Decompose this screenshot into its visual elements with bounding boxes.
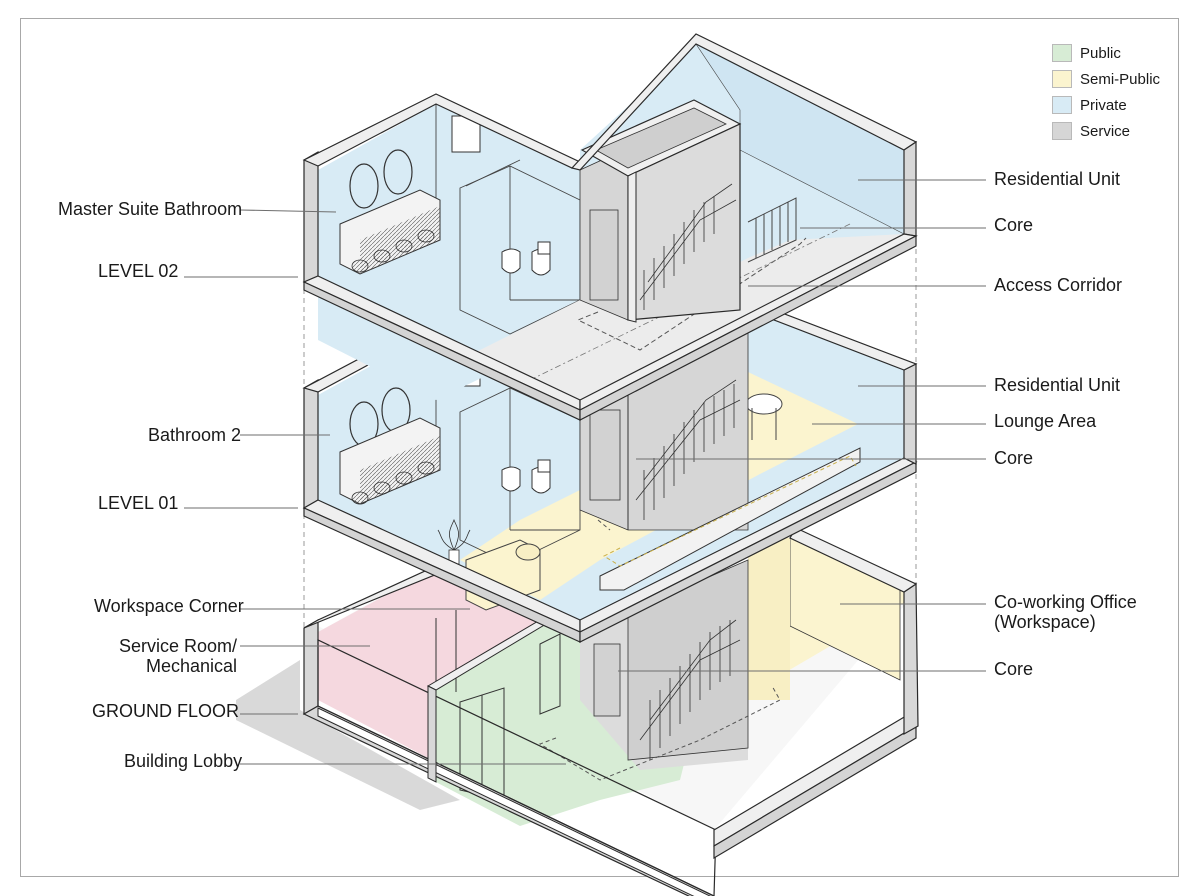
drawing-frame	[20, 18, 1179, 877]
label-master-suite-bathroom: Master Suite Bathroom	[58, 199, 243, 219]
legend-label: Semi-Public	[1080, 70, 1161, 88]
label-service-room: Service Room/ Mechanical	[100, 636, 237, 676]
mirror-icon	[349, 149, 413, 209]
leader-lines	[184, 179, 986, 765]
label-residential-unit-l2: Residential Unit	[994, 169, 1121, 189]
legend-swatch-semi-public	[1052, 70, 1072, 88]
legend-label: Service	[1080, 122, 1131, 140]
label-level-02: LEVEL 02	[98, 261, 179, 281]
label-bathroom-2: Bathroom 2	[148, 425, 242, 445]
level-01	[302, 299, 918, 643]
label-service-room-line1: Service Room/	[118, 636, 237, 656]
label-workspace-corner: Workspace Corner	[94, 596, 244, 616]
legend-item-public: Public	[1052, 40, 1160, 66]
stair-level-01	[635, 379, 741, 520]
label-coworking-line2: (Workspace)	[994, 612, 1096, 632]
label-building-lobby: Building Lobby	[124, 751, 243, 771]
label-service-room-line2: Mechanical	[145, 656, 237, 676]
stair-level-02	[639, 183, 737, 310]
zone-access-corridor	[460, 234, 904, 406]
legend: Public Semi-Public Private Service	[1052, 40, 1160, 144]
label-level-01: LEVEL 01	[98, 493, 179, 513]
railing-icon	[747, 197, 797, 263]
zone-service-room	[318, 568, 540, 760]
label-core-gf: Core	[994, 659, 1034, 679]
stair-ground	[639, 619, 741, 760]
label-core-l1: Core	[994, 448, 1034, 468]
legend-item-semi-public: Semi-Public	[1052, 66, 1160, 92]
label-core-l2: Core	[994, 215, 1034, 235]
legend-swatch-private	[1052, 96, 1072, 114]
legend-swatch-service	[1052, 122, 1072, 140]
plant-icon	[437, 518, 471, 565]
label-ground-floor: GROUND FLOOR	[92, 701, 240, 721]
ground-shadow	[236, 660, 460, 810]
level-02	[302, 33, 918, 421]
label-coworking-line1: Co-working Office	[994, 592, 1137, 612]
legend-label: Private	[1080, 96, 1127, 114]
legend-item-private: Private	[1052, 92, 1160, 118]
label-lounge-area: Lounge Area	[994, 411, 1097, 431]
label-coworking-office: Co-working Office (Workspace)	[994, 592, 1137, 632]
legend-item-service: Service	[1052, 118, 1160, 144]
label-residential-unit-l1: Residential Unit	[994, 375, 1121, 395]
legend-label: Public	[1080, 44, 1121, 62]
label-access-corridor: Access Corridor	[994, 275, 1123, 295]
legend-swatch-public	[1052, 44, 1072, 62]
